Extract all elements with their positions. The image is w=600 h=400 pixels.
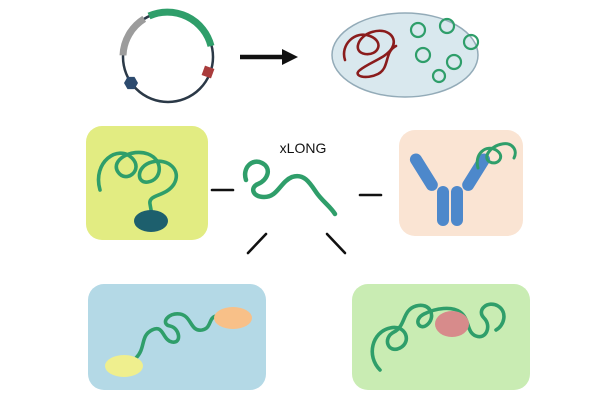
rna-clover-squiggle <box>96 150 178 220</box>
orange-protein-oval <box>214 307 252 329</box>
plasmid-square-marker <box>201 65 215 79</box>
pink-protein-oval <box>435 311 469 337</box>
antibody-stem-right <box>451 186 463 226</box>
rna-strand-squiggle <box>134 312 218 360</box>
plasmid-hexagon-marker <box>124 76 138 90</box>
center-molecule: xLONG <box>242 140 338 217</box>
mrna-red-tangle <box>342 29 398 79</box>
panel-bottom-right-background <box>352 284 530 390</box>
small-green-circle <box>414 46 432 64</box>
panel-top-right-background <box>399 130 523 236</box>
antibody-left-arm <box>409 153 438 191</box>
connector-bottom-right <box>325 232 347 255</box>
plasmid-gray-segment <box>119 15 147 56</box>
small-green-circle <box>431 68 447 84</box>
small-green-circle <box>445 53 463 71</box>
xlong-rna-squiggle <box>242 159 338 217</box>
antibody-right-arm <box>462 153 491 191</box>
panel-top-right <box>399 130 523 236</box>
xlong-label: xLONG <box>280 140 327 156</box>
arrow-right-icon <box>240 49 298 65</box>
plasmid <box>119 8 215 104</box>
plasmid-green-segment <box>147 8 215 47</box>
antibody-stem-left <box>437 186 449 226</box>
small-green-circle <box>438 17 456 35</box>
rna-coil-squiggle <box>475 142 517 170</box>
teal-protein-oval <box>134 210 168 232</box>
small-green-circle <box>409 21 427 39</box>
yellow-protein-oval <box>105 355 143 377</box>
panel-top-left <box>86 126 208 240</box>
arrow-head <box>282 49 298 65</box>
panel-bottom-right <box>352 284 530 390</box>
connector-bottom-left <box>246 232 268 255</box>
small-green-circle <box>462 33 480 51</box>
panel-bottom-left <box>88 284 266 390</box>
rna-tangle-squiggle <box>370 302 506 372</box>
culture-dish <box>331 12 480 98</box>
